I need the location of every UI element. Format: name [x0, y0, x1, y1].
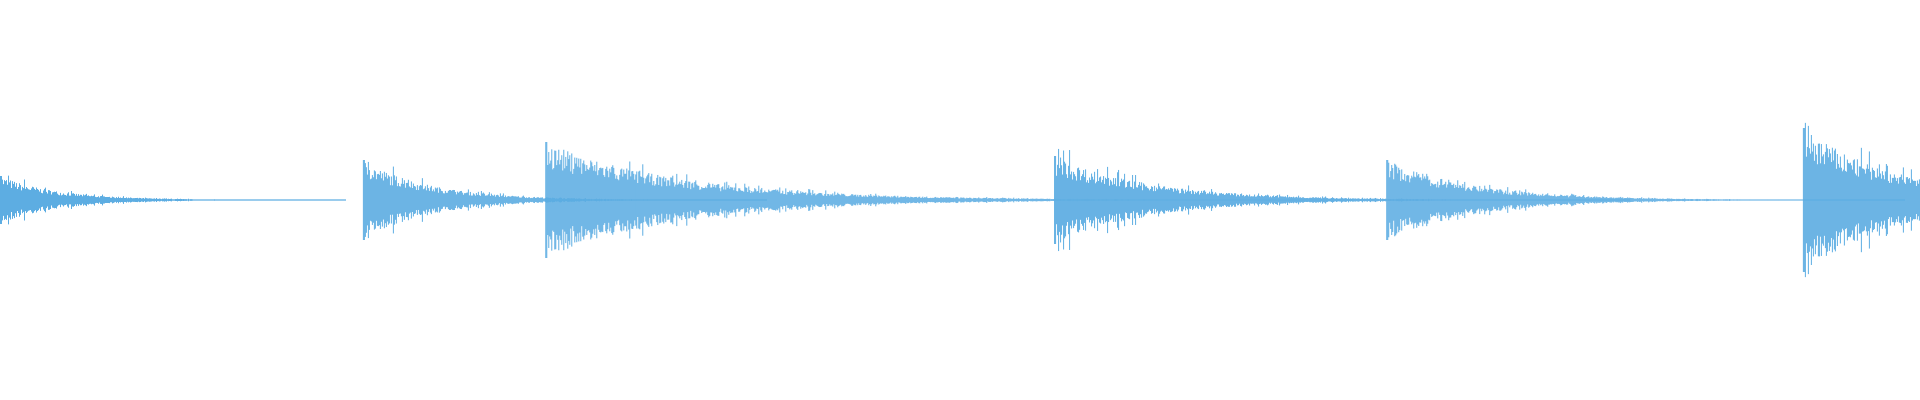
waveform-samples [0, 122, 1920, 278]
